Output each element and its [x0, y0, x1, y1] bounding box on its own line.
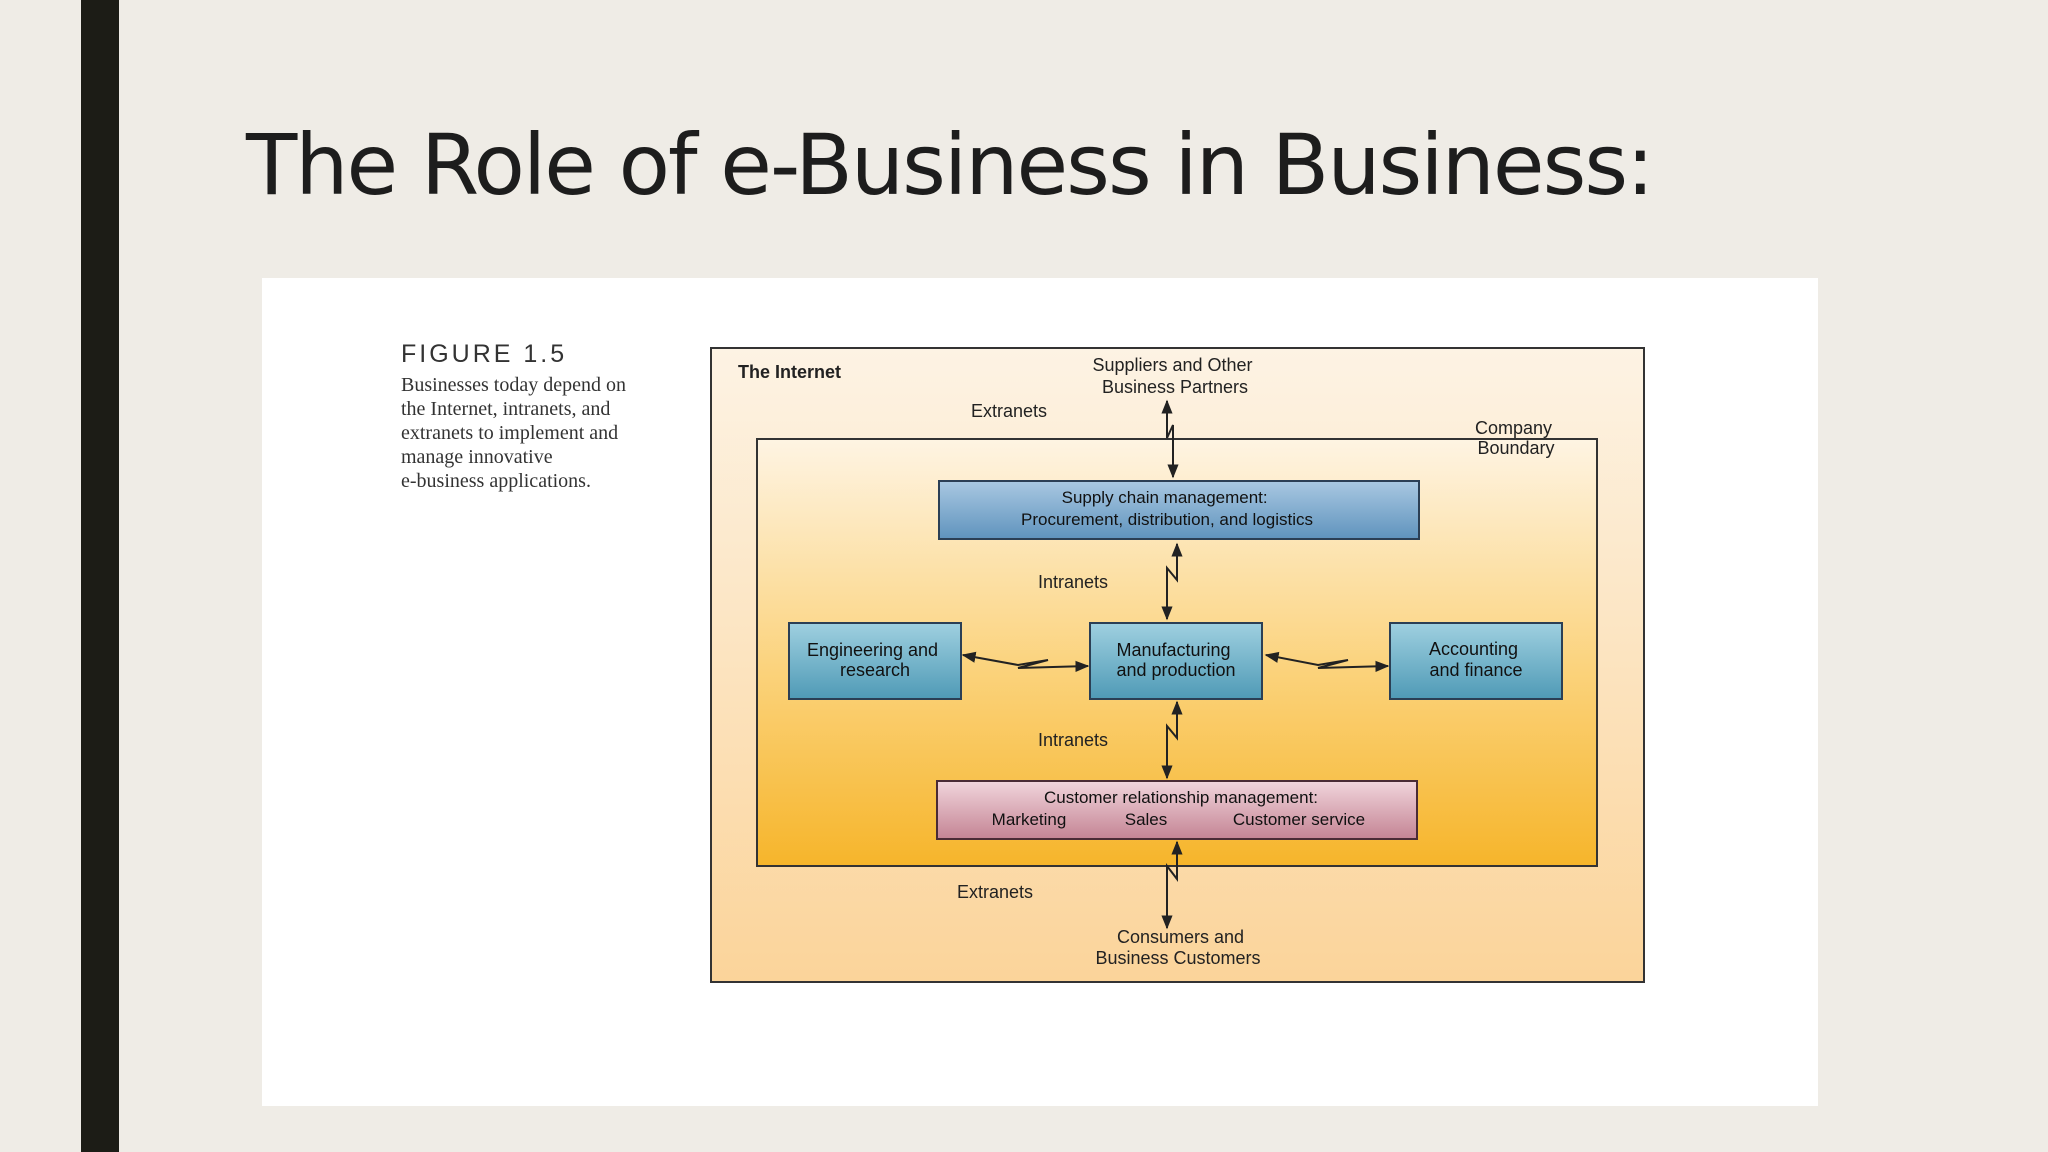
crm-box	[936, 780, 1418, 840]
company-boundary-label: Company Boundary	[1475, 418, 1557, 458]
figure-caption-text: Businesses today depend on the Internet,…	[401, 373, 691, 493]
figure-caption: FIGURE 1.5 Businesses today depend on th…	[401, 340, 691, 493]
extranets-top-label: Extranets	[971, 401, 1047, 421]
consumers-label: Consumers and Business Customers	[1095, 927, 1260, 968]
suppliers-label: Suppliers and Other Business Partners	[1092, 355, 1257, 397]
extranets-bottom-label: Extranets	[957, 882, 1033, 902]
crm-title: Customer relationship management:	[1044, 788, 1318, 807]
eng-mfg-link	[961, 651, 1090, 672]
engineering-label: Engineering and research	[807, 640, 943, 680]
supply-chain-box	[938, 480, 1420, 540]
accounting-label: Accounting and finance	[1429, 639, 1523, 680]
engineering-box	[788, 622, 962, 700]
caption-line: manage innovative	[401, 446, 553, 468]
crm-item-marketing: Marketing	[992, 810, 1067, 829]
manufacturing-label: Manufacturing and production	[1116, 640, 1235, 680]
caption-line: extranets to implement and	[401, 422, 619, 444]
intranets-bottom-label: Intranets	[1038, 730, 1108, 750]
intranet-link-bottom	[1161, 700, 1183, 780]
mfg-acct-link	[1264, 651, 1390, 672]
internet-label: The Internet	[738, 362, 841, 382]
manufacturing-box	[1089, 622, 1263, 700]
extranet-link-bottom	[1161, 840, 1183, 930]
caption-line: e-business applications.	[401, 470, 591, 492]
intranets-top-label: Intranets	[1038, 572, 1108, 592]
slide-title: The Role of e-Business in Business:	[246, 116, 1654, 214]
supply-chain-label: Supply chain management: Procurement, di…	[1021, 488, 1313, 529]
crm-item-sales: Sales	[1125, 810, 1168, 829]
slide-accent-bar	[81, 0, 119, 1152]
figure-label: FIGURE 1.5	[401, 340, 568, 368]
caption-line: Businesses today depend on	[401, 374, 626, 396]
accounting-box	[1389, 622, 1563, 700]
crm-item-customer-service: Customer service	[1233, 810, 1365, 829]
caption-line: the Internet, intranets, and	[401, 398, 611, 420]
intranet-link-top	[1161, 542, 1183, 621]
extranet-link-top	[1161, 399, 1179, 479]
